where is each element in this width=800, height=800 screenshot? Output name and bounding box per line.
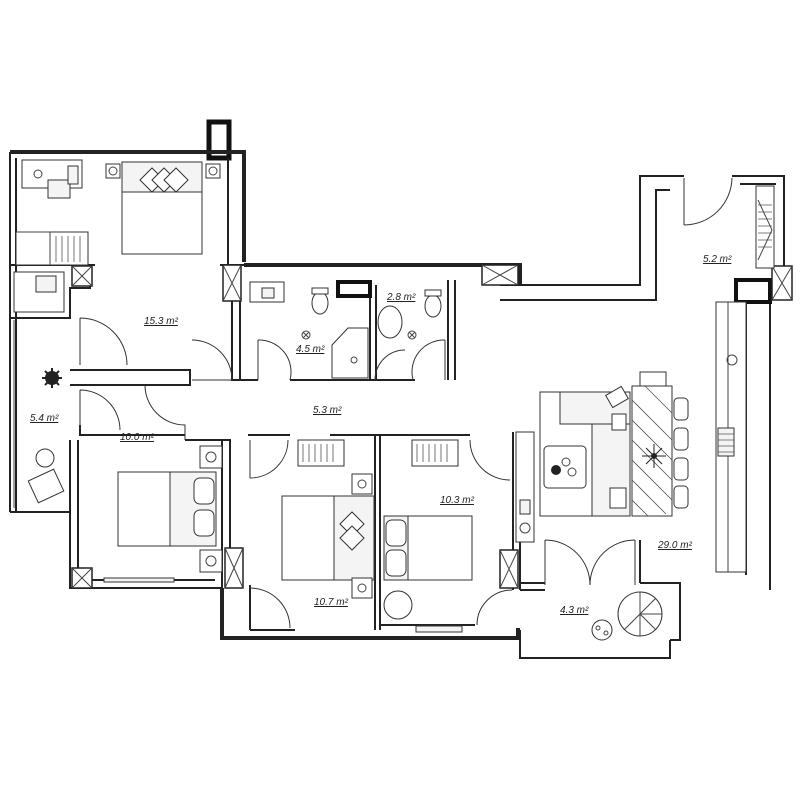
door-middle-bedroom-bottom	[249, 587, 291, 629]
coffee-table	[543, 445, 587, 489]
wardrobe	[15, 231, 89, 266]
bedroom-middle-furniture	[281, 439, 375, 599]
toilet-2	[424, 294, 442, 318]
label-bedroom-right: 10.3 m²	[440, 495, 475, 506]
doors	[79, 177, 733, 629]
light-burst	[642, 444, 666, 468]
bedroom-right-furniture	[383, 431, 535, 633]
door-balcony-left	[79, 389, 121, 431]
shaft-5	[71, 567, 93, 589]
door-entrance	[683, 177, 733, 226]
door-bath-1b	[374, 349, 406, 381]
label-balcony-right: 4.3 m²	[560, 605, 589, 616]
label-bedroom-middle: 10.7 m²	[314, 597, 349, 608]
living-kitchen-furniture	[539, 301, 747, 573]
room-labels: 15.3 m² 4.5 m² 2.8 m² 5.2 m² 5.4 m² 5.3 …	[30, 254, 732, 616]
toilet-1	[311, 291, 329, 315]
shaft-2	[222, 264, 242, 302]
door-master	[79, 317, 128, 366]
door-balcony-right	[544, 539, 636, 586]
shaft-3	[481, 264, 519, 286]
balcony-left-furniture	[27, 368, 65, 504]
label-master-bedroom: 15.3 m²	[144, 316, 179, 327]
door-right-bedroom-top	[469, 439, 511, 481]
round-table	[383, 590, 413, 620]
shaft-7	[499, 549, 519, 589]
label-bedroom-left: 10.0 m²	[120, 432, 155, 443]
sink-2	[377, 305, 403, 339]
label-bathroom-1: 4.5 m²	[296, 344, 325, 355]
door-left-bedroom	[144, 384, 186, 440]
door-right-bedroom-bottom	[476, 589, 513, 626]
chair	[47, 179, 71, 199]
master-bedroom-furniture	[13, 159, 221, 313]
label-corridor: 5.3 m²	[313, 405, 342, 416]
bedroom-left-furniture	[103, 445, 223, 583]
label-balcony-left: 5.4 m²	[30, 413, 59, 424]
bathroom-furniture	[249, 281, 442, 379]
door-corridor-master	[191, 339, 233, 381]
door-middle-bedroom-top	[249, 439, 289, 479]
balcony-right-furniture	[591, 591, 663, 641]
shafts	[71, 264, 793, 589]
shower	[331, 327, 369, 379]
door-bath-1	[257, 339, 292, 381]
plant	[42, 368, 62, 388]
label-bathroom-2: 2.8 m²	[386, 292, 416, 303]
shaft-4	[771, 265, 793, 301]
kitchen-island	[631, 385, 673, 517]
shaft-1	[71, 265, 93, 287]
door-bath-2	[411, 339, 446, 381]
label-living-kitchen: 29.0 m²	[657, 540, 693, 551]
label-entrance-hall: 5.2 m²	[703, 254, 732, 265]
entrance-wardrobe	[755, 185, 775, 269]
outer-walls	[9, 119, 785, 659]
shaft-6	[224, 547, 244, 589]
